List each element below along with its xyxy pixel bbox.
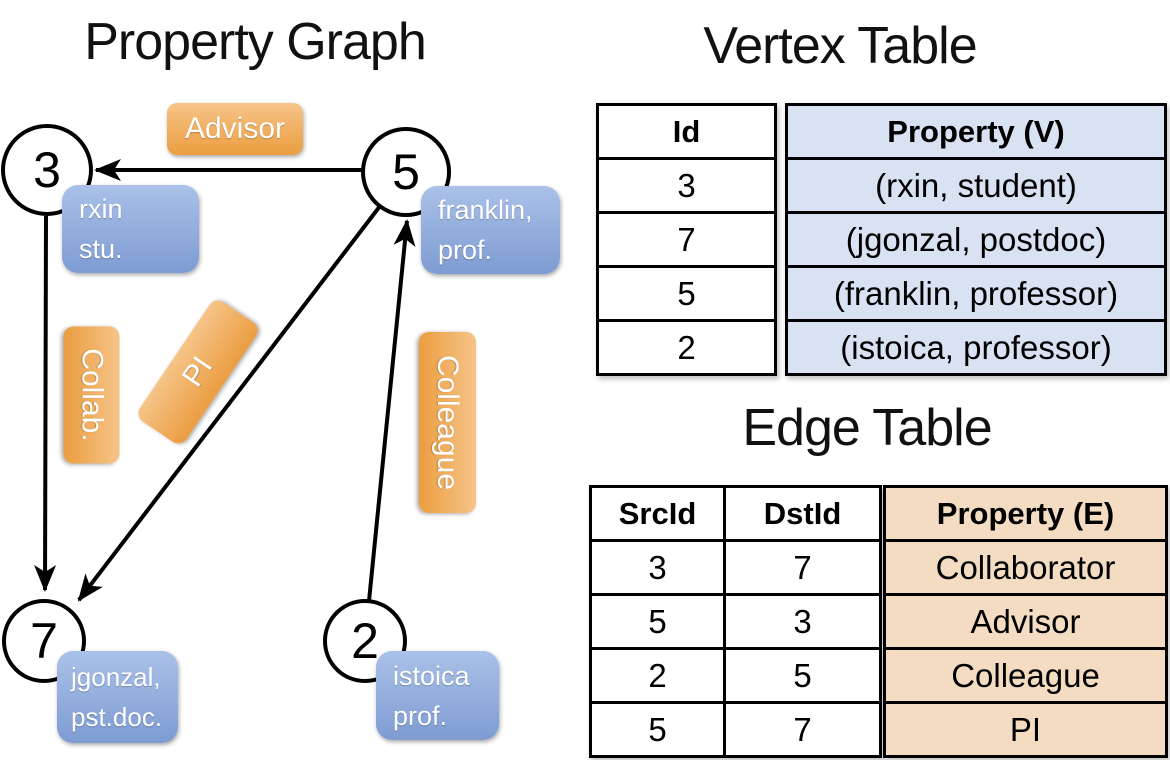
- table-row: Advisor: [883, 593, 1168, 650]
- table-row: 3: [596, 157, 777, 214]
- graph-edges-svg: [34, 159, 416, 642]
- edge-property-header: Property (E): [883, 485, 1168, 542]
- table-row: SrcId DstId: [589, 485, 882, 542]
- table-row: (istoica, professor): [785, 319, 1167, 376]
- vertex-label-7-line2: pst.doc.: [71, 702, 163, 732]
- vertex-label-3-line2: stu.: [79, 234, 123, 264]
- edge-property-cell: PI: [883, 701, 1168, 758]
- edge-table-id-columns: SrcId DstId 3 7 5 3 2 5 5 7: [589, 485, 882, 758]
- vertex-id-cell: 2: [596, 319, 777, 376]
- table-row: 5 7: [589, 701, 882, 758]
- edge-dstid-cell: 7: [723, 701, 882, 758]
- vertex-label-2-line2: prof.: [393, 700, 448, 731]
- edge-property-cell: Collaborator: [883, 539, 1168, 596]
- vertex-property-cell: (istoica, professor): [785, 319, 1167, 376]
- vertex-label-7-line1: jgonzal,: [71, 662, 161, 692]
- table-row: 3 7: [589, 539, 882, 596]
- vertex-label-2: istoica prof.: [376, 651, 499, 740]
- vertex-id-cell: 5: [596, 265, 777, 322]
- vertex-node-2-id: 2: [351, 613, 379, 669]
- edge-srcid-cell: 5: [589, 701, 726, 758]
- vertex-id-cell: 3: [596, 157, 777, 214]
- vertex-label-3: rxin stu.: [62, 185, 199, 273]
- edge-srcid-header: SrcId: [589, 485, 726, 542]
- vertex-table-title: Vertex Table: [703, 17, 977, 75]
- table-row: (rxin, student): [785, 157, 1167, 214]
- vertex-id-cell: 7: [596, 211, 777, 268]
- vertex-node-7-id: 7: [30, 613, 58, 669]
- vertex-property-header: Property (V): [785, 103, 1167, 160]
- vertex-table-property-column: Property (V) (rxin, student) (jgonzal, p…: [785, 103, 1167, 376]
- table-row: (jgonzal, postdoc): [785, 211, 1167, 268]
- table-row: 2: [596, 319, 777, 376]
- vertex-property-cell: (rxin, student): [785, 157, 1167, 214]
- edge-table-title: Edge Table: [742, 399, 992, 457]
- vertex-node-2: 2: [323, 599, 407, 683]
- edge-srcid-cell: 5: [589, 593, 726, 650]
- edge-dstid-cell: 5: [723, 647, 882, 704]
- edge-label-advisor: Advisor: [167, 103, 303, 155]
- table-row: Id: [596, 103, 777, 160]
- edge-property-cell: Colleague: [883, 647, 1168, 704]
- edge-collab-3-to-7: [34, 215, 57, 592]
- table-row: Collaborator: [883, 539, 1168, 596]
- vertex-label-5: franklin, prof.: [421, 186, 560, 274]
- vertex-label-3-line1: rxin: [79, 194, 123, 224]
- edge-dstid-cell: 7: [723, 539, 882, 596]
- vertex-id-header: Id: [596, 103, 777, 160]
- vertex-node-5: 5: [361, 127, 451, 217]
- table-row: 2 5: [589, 647, 882, 704]
- edge-colleague-2-to-5: [363, 219, 416, 642]
- edge-srcid-cell: 2: [589, 647, 726, 704]
- vertex-property-cell: (franklin, professor): [785, 265, 1167, 322]
- edge-label-colleague: Colleague: [419, 332, 476, 513]
- vertex-node-3-id: 3: [33, 142, 61, 198]
- table-row: Property (E): [883, 485, 1168, 542]
- property-graph-title: Property Graph: [84, 13, 427, 71]
- edge-srcid-cell: 3: [589, 539, 726, 596]
- edge-table-property-column: Property (E) Collaborator Advisor Collea…: [883, 485, 1168, 758]
- table-row: Colleague: [883, 647, 1168, 704]
- vertex-label-2-line1: istoica: [393, 660, 470, 691]
- table-row: Property (V): [785, 103, 1167, 160]
- edge-dstid-header: DstId: [723, 485, 882, 542]
- vertex-label-5-line2: prof.: [438, 235, 493, 265]
- vertex-label-7: jgonzal, pst.doc.: [57, 651, 178, 743]
- vertex-property-cell: (jgonzal, postdoc): [785, 211, 1167, 268]
- table-row: 5: [596, 265, 777, 322]
- edge-dstid-cell: 3: [723, 593, 882, 650]
- table-row: (franklin, professor): [785, 265, 1167, 322]
- edge-pi-5-to-7: [77, 170, 408, 602]
- table-row: 5 3: [589, 593, 882, 650]
- edge-property-cell: Advisor: [883, 593, 1168, 650]
- edge-label-collab: Collab.: [63, 326, 120, 464]
- table-row: 7: [596, 211, 777, 268]
- vertex-node-5-id: 5: [392, 144, 420, 200]
- table-row: PI: [883, 701, 1168, 758]
- vertex-table-id-column: Id 3 7 5 2: [596, 103, 777, 376]
- vertex-label-5-line1: franklin,: [438, 195, 533, 225]
